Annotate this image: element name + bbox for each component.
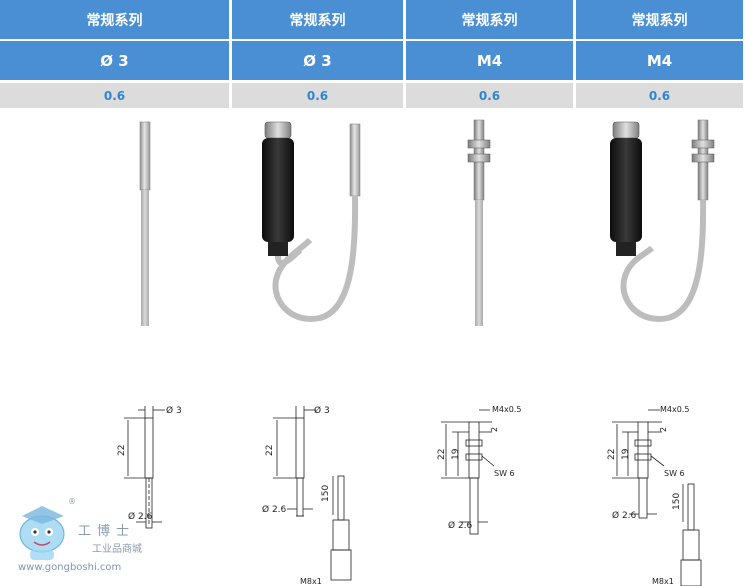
tech-drawing-3: [441, 409, 495, 535]
dim-diameter-2: Ø 3: [314, 405, 330, 416]
size-cell-4: M4: [576, 41, 746, 80]
dim-sw-4: SW 6: [664, 469, 685, 478]
watermark-brand: 工博士: [78, 524, 136, 539]
dim-thread-len-4: 19: [621, 448, 631, 460]
dim-length-3: 22: [437, 449, 447, 460]
dim-cablelen-4: 150: [672, 493, 682, 510]
series-cell-2: 常规系列: [232, 0, 406, 39]
dim-thread-4: M4x0.5: [660, 405, 689, 414]
dim-cablelen-2: 150: [321, 485, 331, 502]
product-drawings: Ø 3 22 Ø 2.6 Ø 3 22 Ø 2.6 150 M8x1: [117, 119, 715, 586]
size-cell-3: M4: [406, 41, 576, 80]
size-cell-2: Ø 3: [232, 41, 406, 80]
tech-drawing-1: [124, 406, 165, 529]
value-cell-2: 0.6: [232, 83, 406, 108]
dim-connector-2: M8x1: [300, 577, 322, 586]
tech-drawing-4: [612, 409, 702, 586]
watermark-sub: 工业品商城: [92, 544, 142, 555]
dim-length-4: 22: [607, 449, 617, 460]
size-row: Ø 3 Ø 3 M4 M4: [0, 41, 746, 80]
dim-nut-4: 2: [659, 427, 668, 432]
dim-cable-3: Ø 2.6: [448, 520, 473, 531]
dim-connector-4: M8x1: [652, 577, 674, 586]
value-cell-1: 0.6: [0, 83, 232, 108]
product-photo-2: [262, 121, 361, 322]
dim-thread-3: M4x0.5: [492, 405, 521, 414]
product-photo-3: [467, 119, 491, 326]
dim-nut-3: 2: [490, 427, 499, 432]
series-cell-1: 常规系列: [0, 0, 232, 39]
product-photo-4: [610, 119, 715, 322]
watermark-registered: ®: [68, 497, 76, 506]
dim-length-2: 22: [265, 445, 275, 456]
watermark-url: www.gongboshi.com: [18, 562, 122, 573]
value-row: 0.6 0.6 0.6 0.6: [0, 83, 746, 108]
dim-cable-2: Ø 2.6: [262, 504, 287, 515]
dim-cable-1: Ø 2.6: [128, 511, 153, 522]
dim-sw-3: SW 6: [494, 469, 515, 478]
dim-diameter-1: Ø 3: [166, 405, 182, 416]
dim-cable-4: Ø 2.6: [612, 510, 637, 521]
series-row: 常规系列 常规系列 常规系列 常规系列: [0, 0, 746, 39]
size-cell-1: Ø 3: [0, 41, 232, 80]
dim-length-1: 22: [117, 445, 127, 456]
dim-thread-len-3: 19: [451, 448, 461, 460]
product-photo-1: [139, 121, 151, 326]
series-cell-4: 常规系列: [576, 0, 746, 39]
value-cell-4: 0.6: [576, 83, 746, 108]
value-cell-3: 0.6: [406, 83, 576, 108]
watermark-mascot-icon: [19, 506, 65, 560]
tech-drawing-2: [273, 406, 352, 581]
series-cell-3: 常规系列: [406, 0, 576, 39]
